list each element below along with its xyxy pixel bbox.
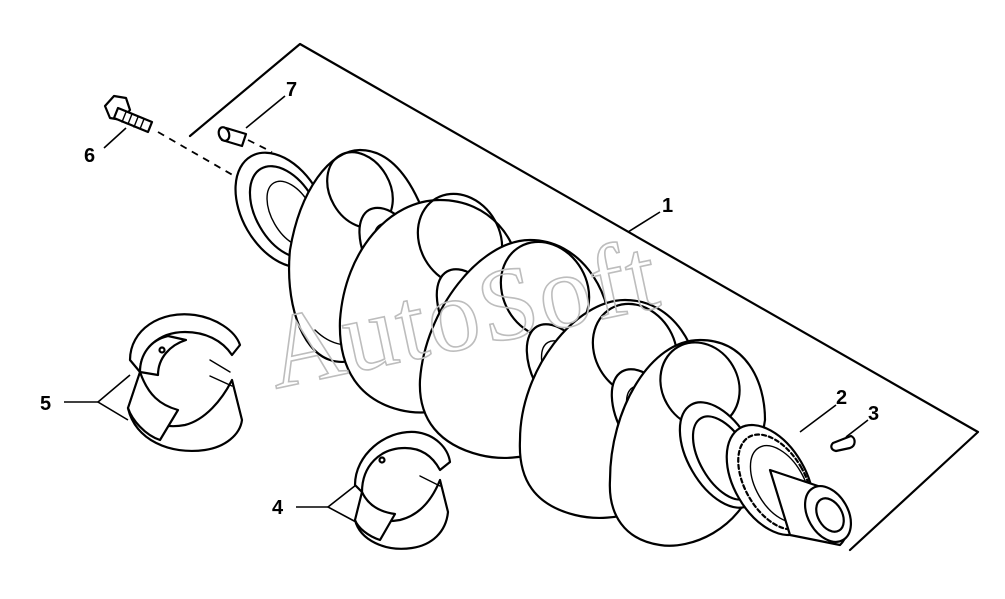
leader-1 [627,211,661,233]
main-bearing-shells-upper [126,313,244,452]
woodruff-key [830,434,856,453]
callout-7: 7 [286,79,297,101]
crankshaft [234,148,853,547]
callout-4: 4 [272,497,284,519]
callout-3: 3 [868,403,879,425]
bolt-alignment-dash [157,131,251,186]
callout-1: 1 [662,195,673,217]
leader-7 [245,95,286,129]
flywheel-bolt [103,94,154,134]
leader-5 [96,374,131,421]
callout-6: 6 [84,145,95,167]
leader-2 [799,404,837,433]
pin-alignment-dash [247,139,273,153]
assembly-frame [188,42,980,552]
callout-5: 5 [40,393,51,415]
leader-4 [326,484,357,523]
main-bearing-shells-lower [353,430,452,550]
dowel-pin [217,126,248,148]
callout-2: 2 [836,387,847,409]
leader-3 [845,419,869,438]
leader-6 [103,127,127,149]
